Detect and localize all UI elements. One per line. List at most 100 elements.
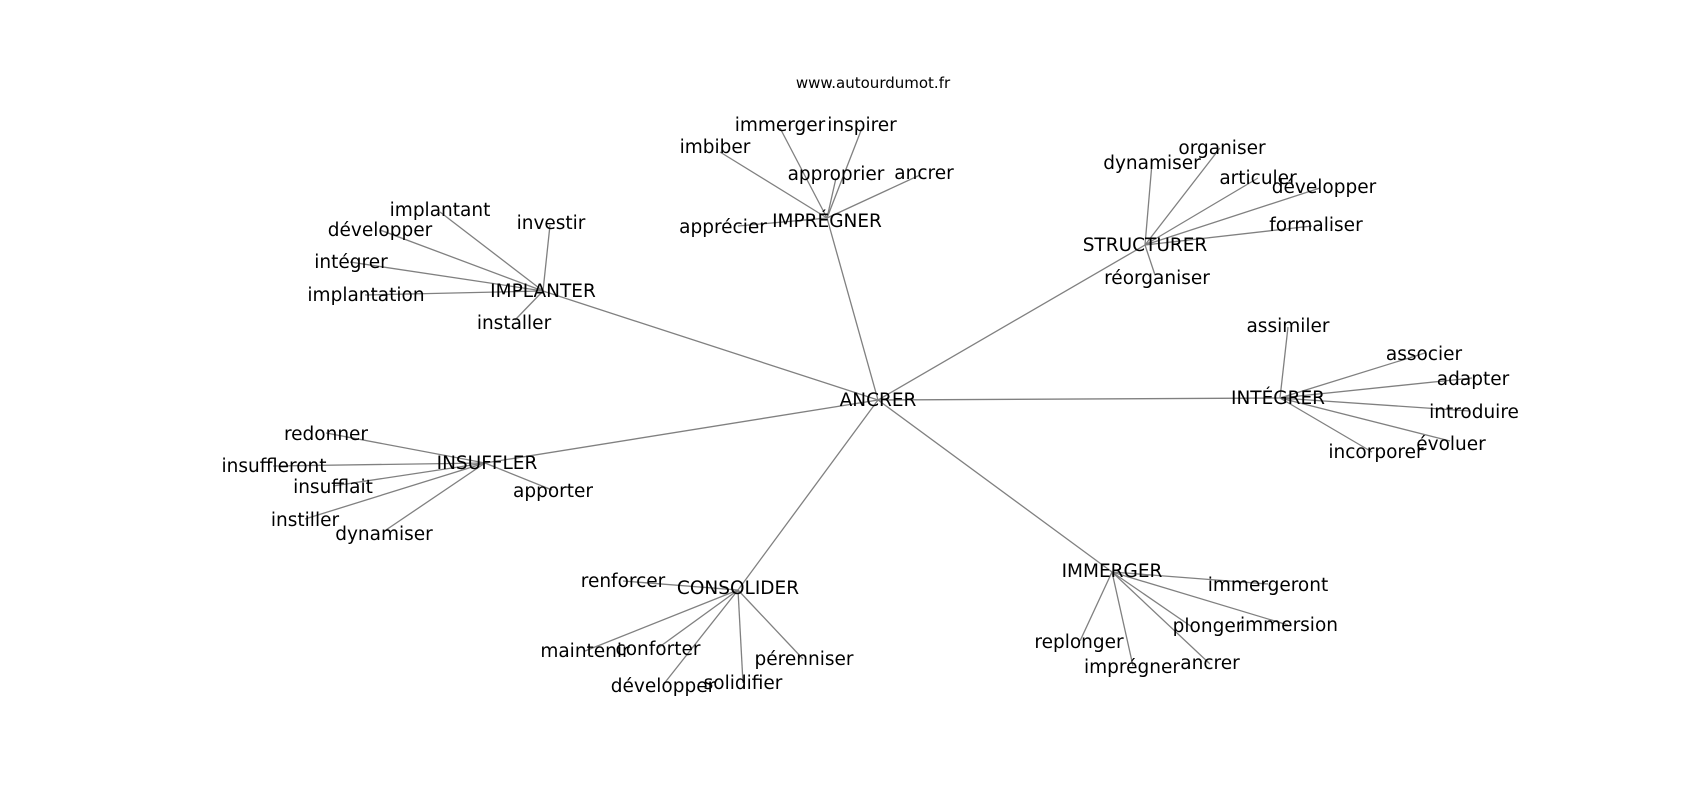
word-node: approprier xyxy=(788,164,885,185)
edge-impregner-imbiber xyxy=(719,151,828,219)
edge-impregner-inspirer xyxy=(826,127,863,219)
edge-structurer-reorganiser xyxy=(1144,244,1156,276)
graph-edges xyxy=(272,127,1473,686)
word-node: maintenir xyxy=(540,641,630,662)
edge-implanter-investir xyxy=(542,224,551,292)
word-node: formaliser xyxy=(1269,215,1363,236)
center-node: ANCRER xyxy=(840,390,917,411)
word-node: insufflait xyxy=(293,477,373,498)
edge-implanter-implantant xyxy=(439,211,544,292)
edge-structurer-developper xyxy=(1144,187,1321,246)
edge-implanter-implantation xyxy=(364,290,544,296)
edge-insuffler-dynamiser xyxy=(382,462,486,533)
source-url: www.autourdumot.fr xyxy=(796,74,951,92)
edge-implanter-integrer xyxy=(349,261,544,292)
word-node: dynamiser xyxy=(335,524,433,545)
edge-integrer-evoluer xyxy=(1279,397,1451,442)
word-node: investir xyxy=(517,213,586,234)
word-node: articuler xyxy=(1219,168,1297,189)
word-node: organiser xyxy=(1178,138,1266,159)
edge-structurer-articuler xyxy=(1144,177,1259,246)
word-node: ancrer xyxy=(894,163,954,184)
edge-immerger-plonger xyxy=(1111,571,1193,628)
edge-consolider-maintenir xyxy=(584,589,739,652)
edge-immerger-ancrer xyxy=(1111,571,1211,665)
edge-consolider-perenniser xyxy=(737,589,804,660)
edge-insuffler-insufflait xyxy=(332,462,486,487)
word-node: intégrer xyxy=(314,252,388,273)
word-node: évoluer xyxy=(1416,434,1486,455)
graph-labels: www.autourdumot.fr ANCRER IMPRÉGNER imme… xyxy=(222,74,1519,697)
edge-integrer-incorporer xyxy=(1279,397,1373,453)
word-node: inspirer xyxy=(827,115,897,136)
word-node: implantant xyxy=(390,200,491,221)
edge-center-integrer xyxy=(877,397,1281,401)
word-node: insuffleront xyxy=(222,456,327,477)
word-node: immergeront xyxy=(1208,575,1328,596)
word-node: ancrer xyxy=(1180,653,1240,674)
word-node: imprégner xyxy=(1084,657,1180,678)
word-node: dynamiser xyxy=(1103,153,1201,174)
word-node: réorganiser xyxy=(1104,268,1210,289)
edge-impregner-ancrer xyxy=(826,174,921,219)
edge-insuffler-apporter xyxy=(484,462,553,491)
edge-implanter-installer xyxy=(514,290,544,321)
word-node: assimiler xyxy=(1246,316,1329,337)
edge-implanter-developper xyxy=(379,229,544,292)
edge-integrer-assimiler xyxy=(1279,326,1289,399)
word-node: solidifier xyxy=(704,673,783,694)
edge-structurer-organiser xyxy=(1144,147,1221,246)
word-node: développer xyxy=(611,676,716,697)
word-node: associer xyxy=(1386,344,1463,365)
hub-node-integrer: INTÉGRER xyxy=(1231,387,1325,409)
hub-node-immerger: IMMERGER xyxy=(1062,561,1163,582)
edge-center-consolider xyxy=(737,399,879,591)
hub-node-consolider: CONSOLIDER xyxy=(677,578,799,599)
edge-impregner-apprecier xyxy=(737,217,828,227)
edge-insuffler-instiller xyxy=(304,462,486,520)
word-node: implantation xyxy=(307,285,424,306)
word-node: renforcer xyxy=(581,571,666,592)
hub-node-insuffler: INSUFFLER xyxy=(437,453,538,474)
edge-center-structurer xyxy=(877,244,1146,401)
edge-integrer-adapter xyxy=(1279,377,1473,399)
edge-insuffler-redonner xyxy=(325,432,486,464)
edge-center-implanter xyxy=(542,290,879,401)
edge-structurer-dynamiser xyxy=(1144,162,1153,246)
edge-immerger-immersion xyxy=(1111,571,1289,626)
edge-immerger-immergeront xyxy=(1111,571,1269,585)
word-node: apporter xyxy=(513,481,593,502)
edge-impregner-approprier xyxy=(826,177,837,219)
word-node: imbiber xyxy=(680,137,751,158)
edge-integrer-introduire xyxy=(1279,397,1471,412)
edge-consolider-conforter xyxy=(657,589,739,649)
word-node: redonner xyxy=(284,424,368,445)
edge-consolider-developper xyxy=(662,589,739,686)
edge-center-immerger xyxy=(877,399,1113,573)
word-node: replonger xyxy=(1034,632,1124,653)
word-node: développer xyxy=(1272,177,1377,198)
word-node: plonger xyxy=(1173,616,1244,637)
edge-consolider-solidifier xyxy=(737,589,744,684)
edge-insuffler-insuffleront xyxy=(272,462,486,467)
word-node: incorporer xyxy=(1328,442,1424,463)
word-node: apprécier xyxy=(679,217,767,238)
word-node: introduire xyxy=(1429,402,1519,423)
hub-node-impregner: IMPRÉGNER xyxy=(772,210,882,232)
edge-consolider-renforcer xyxy=(622,580,739,591)
word-node: pérenniser xyxy=(755,649,854,670)
edge-integrer-associer xyxy=(1279,352,1426,399)
word-node: développer xyxy=(328,220,433,241)
edge-immerger-impregner xyxy=(1111,571,1134,667)
edge-center-insuffler xyxy=(484,399,879,464)
word-node: immersion xyxy=(1240,615,1338,636)
hub-node-structurer: STRUCTURER xyxy=(1083,235,1208,256)
edge-center-impregner xyxy=(826,217,879,401)
word-node: installer xyxy=(477,313,552,334)
edge-structurer-formaliser xyxy=(1144,225,1313,246)
hub-node-implanter: IMPLANTER xyxy=(490,281,596,302)
word-node: instiller xyxy=(271,510,340,531)
edge-impregner-immerger xyxy=(779,127,828,219)
word-node: immerger xyxy=(735,115,826,136)
